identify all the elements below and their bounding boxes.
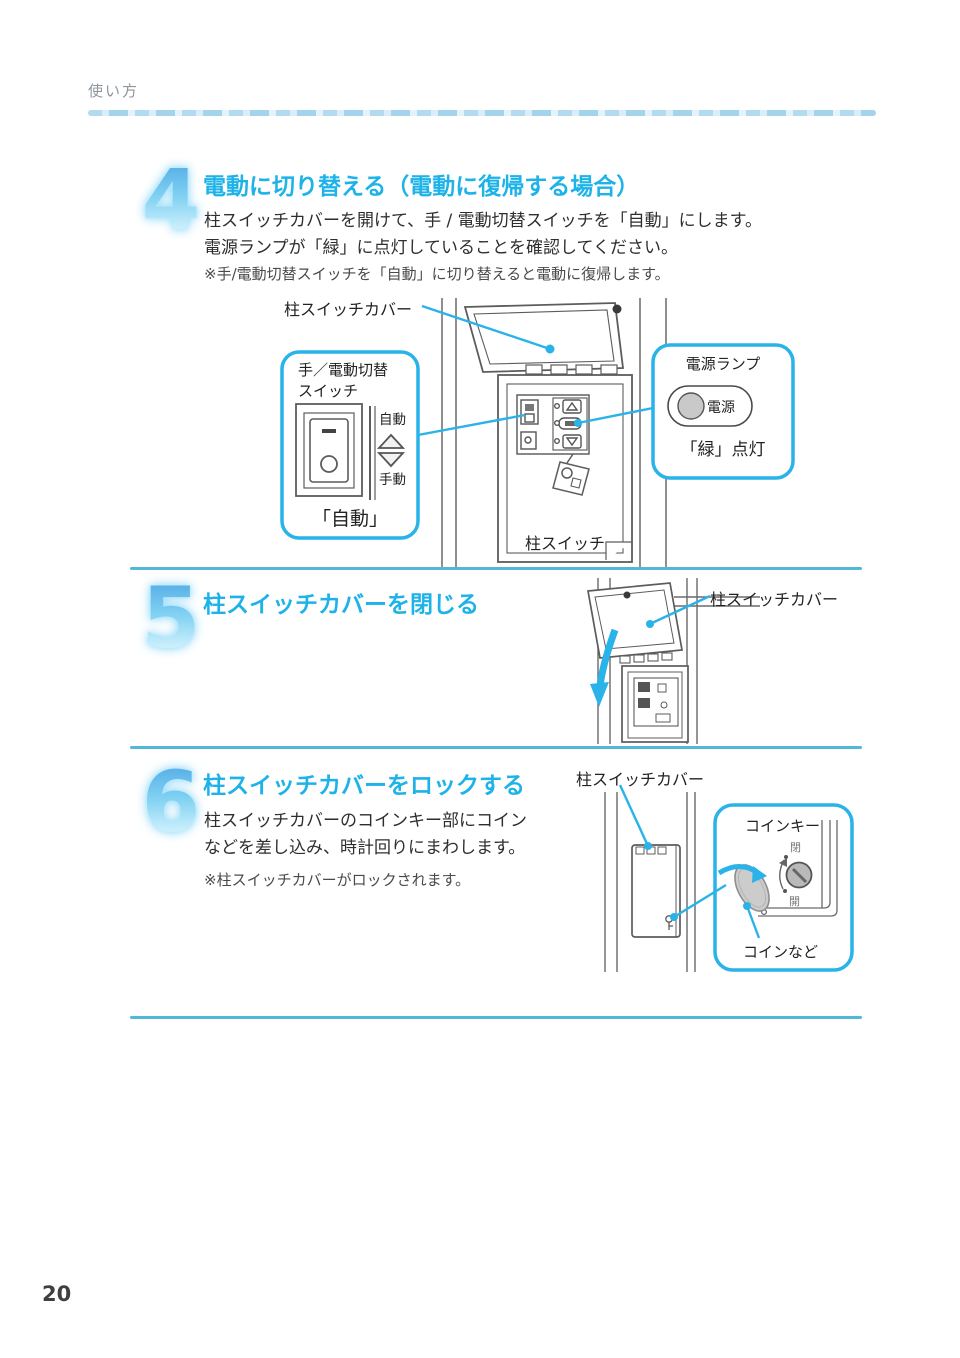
step-6-body-line2: などを差し込み、時計回りにまわします。 — [204, 838, 526, 858]
step-6-diagram: 柱スイッチカバー コインキー 閉 開 コインなど — [560, 758, 870, 982]
power-button-label: 電源 — [707, 400, 735, 416]
brush-stroke-divider — [88, 110, 876, 116]
power-lamp-circle — [677, 392, 705, 420]
dial-closed-label: 閉 — [790, 841, 801, 854]
page-section-header: 使い方 — [88, 82, 140, 100]
cover-label-step5: 柱スイッチカバー — [710, 590, 839, 609]
section-divider-1 — [130, 567, 862, 570]
cover-label-step4: 柱スイッチカバー — [284, 300, 413, 319]
step-5-diagram: 柱スイッチカバー — [560, 574, 870, 748]
step-4-number: 4 — [136, 158, 206, 242]
power-lamp-title: 電源ランプ — [685, 355, 761, 373]
closed-cover — [631, 844, 681, 938]
step-4-note: ※手/電動切替スイッチを「自動」に切り替えると電動に復帰します。 — [204, 265, 670, 283]
open-cover-flap — [463, 302, 625, 373]
closing-cover-illustration — [587, 578, 760, 744]
step-4-diagram: 柱スイッチカバー 手／電動切替 スイッチ 自動 手動 「自動」 電源ランプ 電源… — [270, 292, 870, 574]
close-direction-arrow — [590, 628, 619, 707]
section-divider-3 — [130, 1016, 862, 1019]
section-divider-2 — [130, 746, 862, 749]
pillar-switch-open-illustration — [280, 298, 795, 568]
step-6-note: ※柱スイッチカバーがロックされます。 — [204, 871, 471, 889]
dial-open-label: 開 — [789, 895, 800, 908]
leader-lines — [417, 304, 654, 437]
coin-key-callout-box — [713, 803, 854, 972]
auto-label: 自動 — [379, 412, 406, 428]
step-5-number: 5 — [136, 576, 206, 660]
pillar-switch-label: 柱スイッチ — [524, 534, 605, 553]
auto-manual-arrows — [376, 433, 406, 468]
hanging-key — [552, 453, 590, 496]
switch-unit-body — [621, 665, 689, 743]
control-panel — [516, 394, 590, 455]
coin-label: コインなど — [742, 943, 818, 961]
step-4-title: 電動に切り替える（電動に復帰する場合） — [203, 174, 640, 200]
manual-label: 手動 — [379, 472, 406, 488]
step-5-title: 柱スイッチカバーを閉じる — [203, 592, 479, 618]
green-lit-label: 「緑」点灯 — [680, 440, 766, 460]
leader-lines — [618, 784, 761, 939]
lock-cover-illustration — [604, 784, 854, 972]
turn-arrow — [717, 864, 767, 883]
leader-line — [646, 594, 711, 628]
closing-cover-flap — [587, 582, 683, 659]
coin-key-label: コインキー — [744, 817, 820, 835]
rocker-switch-illustration — [295, 403, 363, 497]
wall-corner — [758, 820, 838, 917]
cover-label-step6: 柱スイッチカバー — [576, 770, 705, 789]
step-6-number: 6 — [136, 760, 206, 844]
switch-callout-title-line1: 手／電動切替 — [298, 361, 389, 379]
coin-key-dial — [779, 855, 813, 893]
step-4-body-line2: 電源ランプが「緑」に点灯していることを確認してください。 — [204, 238, 678, 258]
page-number: 20 — [42, 1282, 72, 1306]
switch-callout-title-line2: スイッチ — [298, 382, 359, 400]
setting-auto-label: 「自動」 — [311, 508, 388, 530]
step-6-body-line1: 柱スイッチカバーのコインキー部にコイン — [204, 811, 527, 831]
step-6-title: 柱スイッチカバーをロックする — [203, 773, 525, 799]
step-4-body-line1: 柱スイッチカバーを開けて、手 / 電動切替スイッチを「自動」にします。 — [204, 211, 762, 231]
